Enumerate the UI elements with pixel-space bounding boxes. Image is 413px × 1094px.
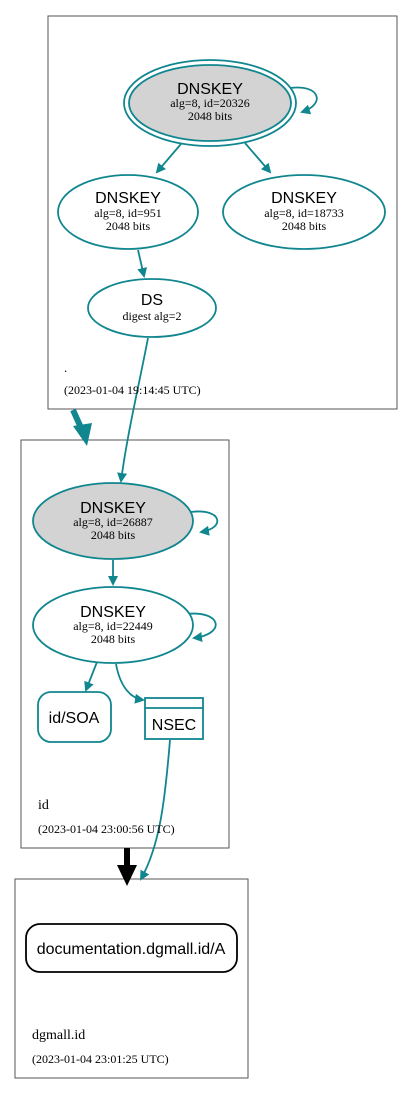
edge-id-zsk-nsec	[115, 663, 145, 704]
edge-root-ksk-self	[289, 86, 318, 115]
node-id-nsec[interactable]: NSEC	[144, 697, 204, 740]
node-root-zsk-951[interactable]: DNSKEY alg=8, id=951 2048 bits	[57, 174, 199, 250]
node-root-ds-line1: digest alg=2	[122, 309, 181, 323]
node-id-nsec-title: NSEC	[152, 717, 196, 734]
zone-name-id: id	[38, 798, 49, 813]
node-query[interactable]: documentation.dgmall.id/A	[25, 923, 238, 973]
node-id-ksk[interactable]: DNSKEY alg=8, id=26887 2048 bits	[32, 482, 194, 560]
node-id-zsk-line1: alg=8, id=22449	[73, 619, 153, 633]
zone-name-root: .	[64, 360, 67, 375]
node-id-zsk[interactable]: DNSKEY alg=8, id=22449 2048 bits	[32, 586, 194, 664]
node-root-zsk-18733-title: DNSKEY	[271, 190, 337, 207]
node-id-ksk-title: DNSKEY	[80, 500, 146, 517]
node-id-soa[interactable]: id/SOA	[37, 691, 112, 743]
node-root-zsk-951-line2: 2048 bits	[106, 219, 151, 233]
node-root-ksk-line1: alg=8, id=20326	[170, 96, 250, 110]
edge-ds-id-ksk	[117, 337, 149, 483]
edge-delegation-id-dgmall-head	[117, 865, 137, 886]
node-root-ds[interactable]: DS digest alg=2	[87, 278, 217, 338]
edge-root-zsk1-ds	[137, 249, 148, 278]
node-root-ksk-line2: 2048 bits	[188, 109, 233, 123]
node-id-zsk-title: DNSKEY	[80, 604, 146, 621]
node-id-zsk-line2: 2048 bits	[91, 632, 136, 646]
zone-timestamp-id: (2023-01-04 23:00:56 UTC)	[38, 822, 175, 836]
zone-box-root	[47, 15, 398, 410]
node-id-ksk-line2: 2048 bits	[91, 528, 136, 542]
edge-root-ksk-zsk1	[155, 143, 182, 174]
node-root-zsk-18733-line1: alg=8, id=18733	[264, 206, 344, 220]
node-root-ksk-title: DNSKEY	[177, 81, 243, 98]
edge-id-ksk-self	[190, 510, 219, 536]
node-id-ksk-line1: alg=8, id=26887	[73, 515, 153, 529]
zone-box-dgmall	[14, 878, 249, 1079]
edge-id-zsk-soa	[84, 661, 98, 692]
edge-nsec-query	[140, 739, 171, 881]
node-query-title: documentation.dgmall.id/A	[37, 941, 226, 958]
node-root-zsk-18733-line2: 2048 bits	[282, 219, 327, 233]
edge-delegation-root-id-head	[73, 423, 92, 446]
edge-id-zsk-self	[185, 612, 217, 642]
node-root-zsk-951-line1: alg=8, id=951	[94, 206, 162, 220]
zone-name-dgmall: dgmall.id	[32, 1028, 85, 1043]
edge-root-ksk-zsk2	[244, 142, 272, 174]
zone-timestamp-dgmall: (2023-01-04 23:01:25 UTC)	[32, 1052, 169, 1066]
node-id-soa-title: id/SOA	[49, 710, 100, 727]
node-root-ds-title: DS	[141, 292, 163, 309]
zone-timestamp-root: (2023-01-04 19:14:45 UTC)	[64, 383, 201, 397]
node-root-zsk-18733[interactable]: DNSKEY alg=8, id=18733 2048 bits	[222, 174, 386, 250]
node-root-ksk[interactable]: DNSKEY alg=8, id=20326 2048 bits	[123, 59, 297, 147]
node-root-zsk-951-title: DNSKEY	[95, 190, 161, 207]
